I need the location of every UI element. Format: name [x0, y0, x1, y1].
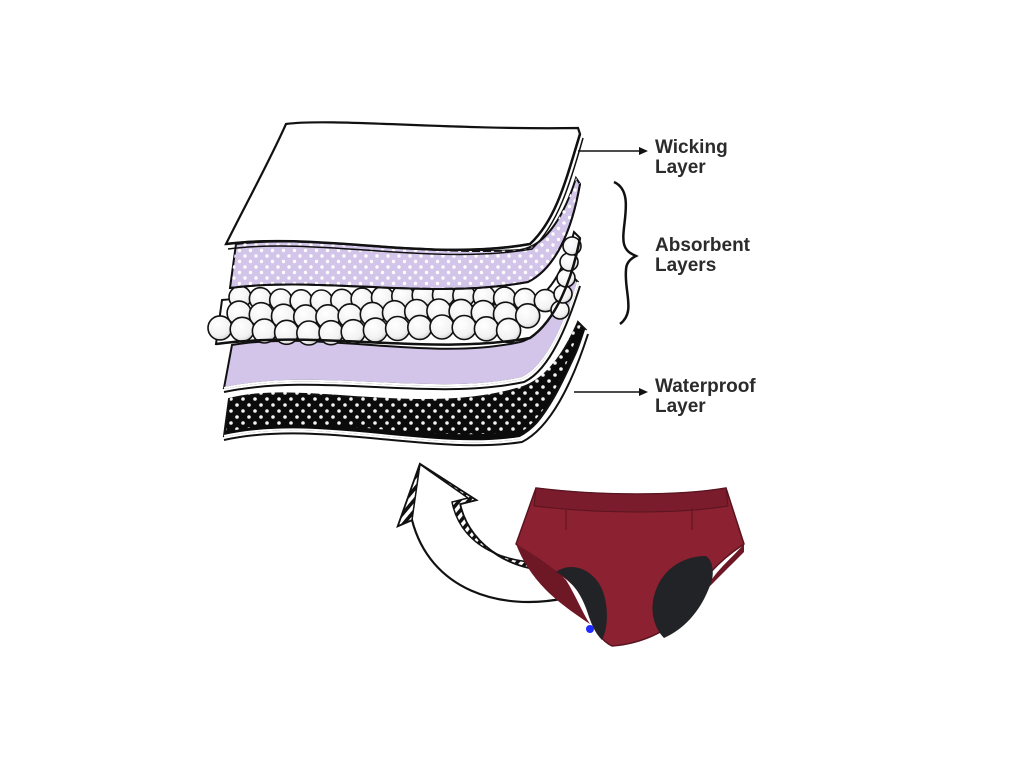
absorbent-layer-balls — [207, 230, 582, 346]
absorbent-layers-label: Absorbent Layers — [655, 236, 750, 276]
absorbent-bead — [384, 315, 411, 342]
period-underwear — [515, 487, 745, 647]
curved-up-arrow — [396, 462, 568, 604]
wicking-label-line2: Layer — [655, 157, 706, 178]
absorbent-brace — [613, 180, 639, 325]
gusset-left — [556, 567, 607, 640]
waterproof-layer — [222, 320, 589, 447]
absorbent-bead — [514, 302, 541, 329]
waterproof-label-line1: Waterproof — [655, 376, 756, 397]
gusset-right — [652, 556, 713, 638]
absorbent-label-line1: Absorbent — [655, 235, 750, 256]
wicking-label-line1: Wicking — [655, 137, 728, 158]
waterproof-layer-label: Waterproof Layer — [655, 377, 756, 417]
absorbent-layer-solid — [222, 274, 581, 393]
absorbent-bead — [473, 315, 500, 342]
wicking-layer — [224, 121, 584, 256]
absorbent-bead — [451, 314, 478, 341]
absorbent-bead — [495, 317, 522, 344]
absorbent-label-line2: Layers — [655, 255, 717, 276]
absorbent-bead — [229, 316, 255, 343]
absorbent-bead — [362, 317, 389, 343]
wicking-layer-label: Wicking Layer — [655, 138, 728, 178]
marker-dot — [586, 625, 594, 633]
absorbent-bead — [406, 314, 433, 341]
waterproof-label-line2: Layer — [655, 396, 706, 417]
wicking-pointer-arrow — [578, 147, 648, 155]
absorbent-bead — [429, 314, 455, 340]
waterproof-pointer-arrow — [574, 388, 648, 396]
absorbent-bead — [207, 315, 233, 341]
